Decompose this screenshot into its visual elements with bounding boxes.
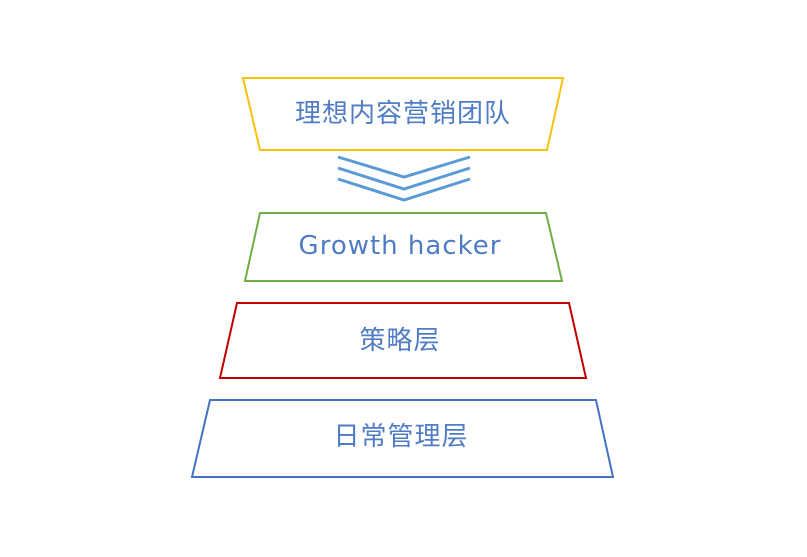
- tier-3: 策略层: [218, 302, 588, 379]
- tier-4: 日常管理层: [190, 399, 615, 478]
- tier-2-shape: [243, 212, 564, 282]
- tier-1-label: 理想内容营销团队: [295, 99, 511, 129]
- down-chevron-icon: [337, 155, 471, 202]
- tier-4-label: 日常管理层: [333, 422, 468, 452]
- tier-4-shape: [190, 399, 615, 478]
- tier-3-shape: [218, 302, 588, 379]
- tier-3-label: 策略层: [359, 326, 440, 356]
- tier-2: Growth hacker: [243, 212, 564, 282]
- chevron-line-2: [337, 166, 471, 191]
- tier-2-label: Growth hacker: [299, 231, 502, 261]
- chevron-line-1: [337, 155, 471, 179]
- tier-1: 理想内容营销团队: [241, 77, 565, 151]
- tier-1-shape: [241, 77, 565, 151]
- chevron-line-3: [337, 177, 471, 202]
